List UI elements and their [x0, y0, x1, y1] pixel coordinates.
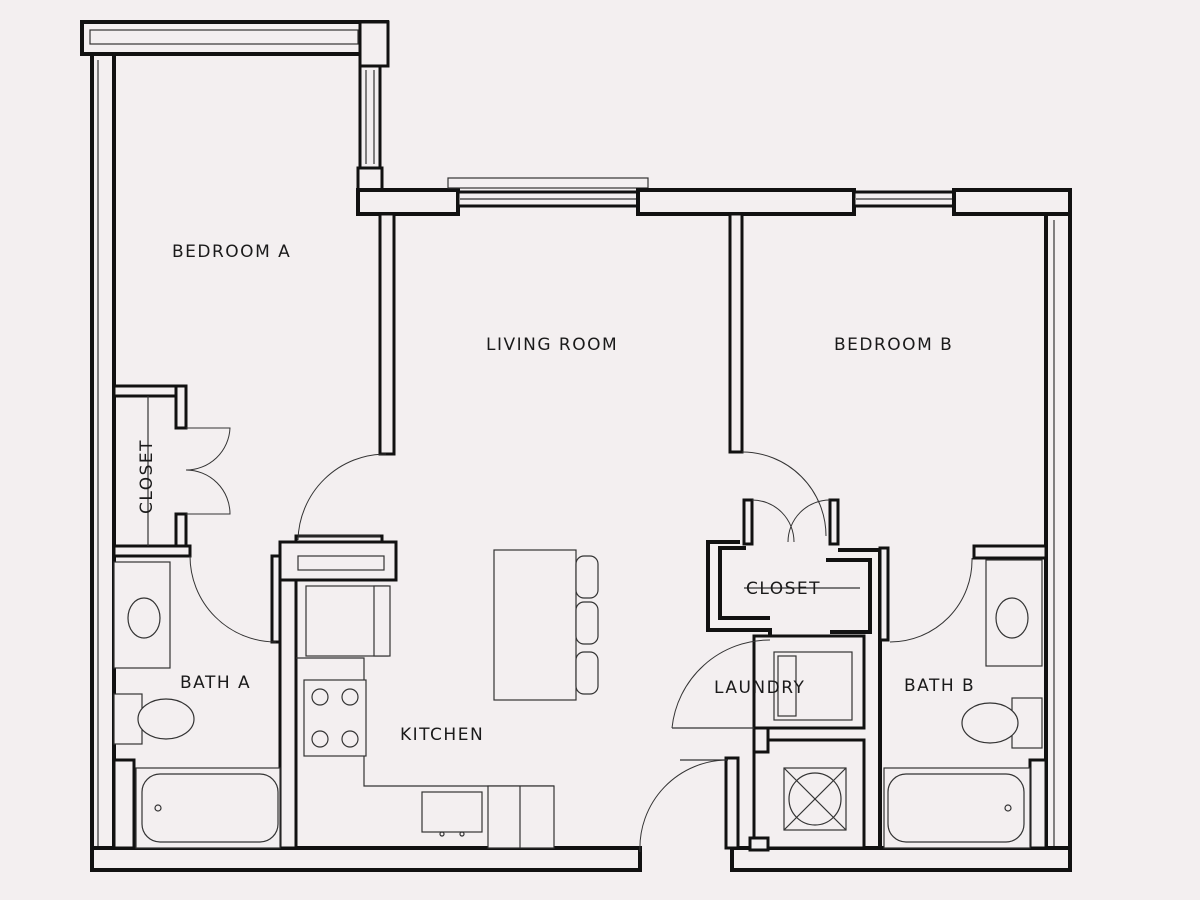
exterior-walls — [80, 20, 1072, 872]
label-laundry: LAUNDRY — [714, 678, 805, 698]
doors — [185, 427, 973, 853]
interior-walls — [112, 212, 1048, 852]
room-labels: BEDROOM A LIVING ROOM BEDROOM B CLOSET C… — [137, 242, 975, 745]
label-bedroom-b: BEDROOM B — [834, 335, 953, 355]
label-bedroom-a: BEDROOM A — [172, 242, 291, 262]
stool-3 — [575, 651, 599, 695]
label-bath-a: BATH A — [180, 673, 251, 693]
fixtures — [113, 549, 1043, 849]
label-closet-b: CLOSET — [746, 579, 821, 599]
washer-dryer — [773, 651, 853, 721]
toilet-bowl-a — [137, 698, 195, 740]
kitchen-sink — [421, 791, 483, 833]
label-kitchen: KITCHEN — [400, 725, 484, 745]
dishwasher — [487, 785, 555, 849]
label-closet-a: CLOSET — [137, 439, 157, 514]
sink-a — [127, 597, 161, 639]
label-bath-b: BATH B — [904, 676, 975, 696]
label-living-room: LIVING ROOM — [486, 335, 618, 355]
sink-b — [995, 597, 1029, 639]
stool-2 — [575, 601, 599, 645]
stove — [303, 679, 367, 757]
bathtub-b-inner — [887, 773, 1025, 843]
bathtub-a-inner — [141, 773, 279, 843]
kitchen-island — [493, 549, 577, 701]
stool-1 — [575, 555, 599, 599]
toilet-bowl-b — [961, 702, 1019, 744]
